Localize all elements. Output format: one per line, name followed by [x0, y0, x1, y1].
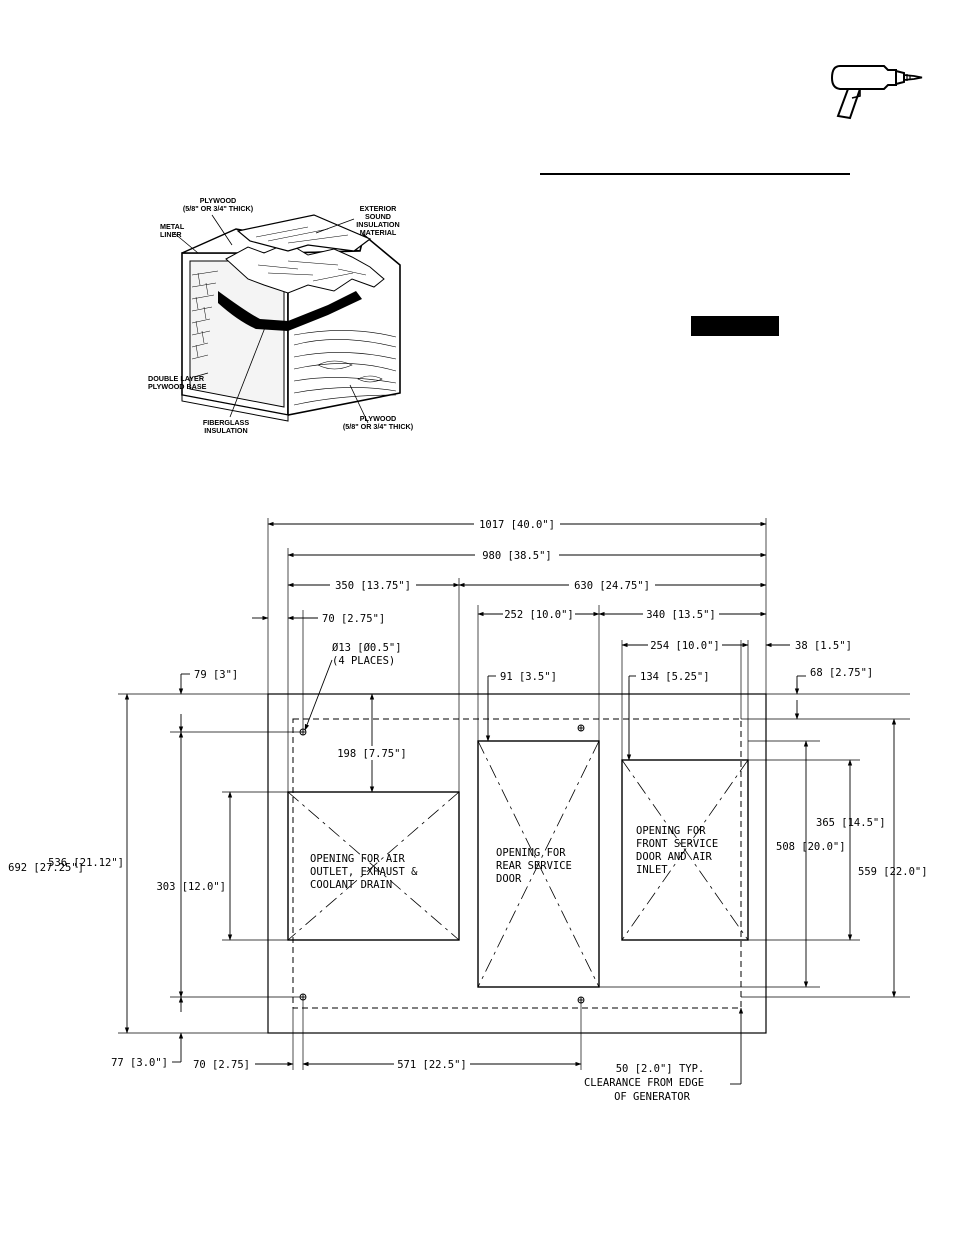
dim-303: 303 [12.0"]: [156, 881, 226, 893]
drill-icon: [830, 65, 923, 120]
dim-front-opening-width: 254 [10.0"]: [650, 640, 720, 652]
iso-fiberglass-label-1: FIBERGLASS: [203, 418, 250, 427]
dim-198: 198 [7.75"]: [337, 748, 407, 760]
rear-service-label-3: DOOR: [496, 873, 522, 885]
dim-rear-opening-width: 252 [10.0"]: [504, 609, 574, 621]
iso-plywood-top-label-2: (5/8" OR 3/4" THICK): [183, 204, 254, 213]
dim-hole-offset: 70 [2.75"]: [322, 613, 385, 625]
iso-metal-liner-label-2: LINER: [160, 230, 182, 239]
iso-fiberglass-label-2: INSULATION: [204, 426, 247, 435]
rear-service-label-1: OPENING FOR: [496, 847, 566, 859]
dim-inner-width: 980 [38.5"]: [482, 550, 552, 562]
generator-footprint: [292, 718, 742, 1009]
dim-front-span: 340 [13.5"]: [646, 609, 716, 621]
dim-bottom-77: 77 [3.0"]: [111, 1057, 168, 1069]
front-service-label-1: OPENING FOR: [636, 825, 706, 837]
rear-service-label-2: REAR SERVICE: [496, 860, 572, 872]
dim-hole-diameter: Ø13 [Ø0.5"]: [332, 642, 402, 654]
dim-365: 365 [14.5"]: [816, 817, 886, 829]
dim-536: 536 [21.12"]: [48, 857, 124, 869]
dim-top-91: 91 [3.5"]: [500, 671, 557, 683]
iso-exterior-label-4: MATERIAL: [360, 228, 397, 237]
section-rule: [540, 173, 850, 175]
iso-double-layer-label-2: PLYWOOD BASE: [148, 382, 207, 391]
air-outlet-label-2: OUTLET, EXHAUST &: [310, 866, 418, 878]
dim-hole-count: (4 PLACES): [332, 655, 395, 667]
dim-bottom-571: 571 [22.5"]: [397, 1059, 467, 1071]
iso-plywood-top-label-1: PLYWOOD: [200, 196, 236, 205]
front-service-label-4: INLET: [636, 864, 668, 876]
sound-enclosure-illustration: PLYWOOD (5/8" OR 3/4" THICK) METAL LINER…: [148, 196, 414, 435]
iso-exterior-label-2: SOUND: [365, 212, 391, 221]
air-outlet-label-1: OPENING FOR AIR: [310, 853, 406, 865]
clearance-note-3: OF GENERATOR: [614, 1091, 691, 1103]
rear-service-opening: [477, 740, 600, 988]
iso-exterior-label-3: INSULATION: [356, 220, 399, 229]
dim-559: 559 [22.0"]: [858, 866, 928, 878]
clearance-note-1: 50 [2.0"] TYP.: [616, 1063, 705, 1075]
dim-top-134: 134 [5.25"]: [640, 671, 710, 683]
front-service-label-3: DOOR AND AIR: [636, 851, 713, 863]
mounting-holes: [299, 724, 585, 1004]
dim-overall-width: 1017 [40.0"]: [479, 519, 555, 531]
mounting-plan-drawing: 1017 [40.0"] 980 [38.5"] 350 [13.75"] 63…: [8, 517, 928, 1103]
dim-left-span: 350 [13.75"]: [335, 580, 411, 592]
iso-plywood-side-label-2: (5/8" OR 3/4" THICK): [343, 422, 414, 431]
iso-exterior-label-1: EXTERIOR: [360, 204, 398, 213]
air-outlet-label-3: COOLANT DRAIN: [310, 879, 392, 891]
dim-692: 692 [27.25"]: [8, 862, 84, 874]
pad-outline: [267, 693, 767, 1034]
dim-top-68: 68 [2.75"]: [810, 667, 873, 679]
clearance-note-2: CLEARANCE FROM EDGE: [584, 1077, 704, 1089]
iso-plywood-side-label-1: PLYWOOD: [360, 414, 396, 423]
dim-right-margin: 38 [1.5"]: [795, 640, 852, 652]
dim-top-79: 79 [3"]: [194, 669, 238, 681]
front-service-label-2: FRONT SERVICE: [636, 838, 718, 850]
dim-bottom-70: 70 [2.75]: [193, 1059, 250, 1071]
dim-right-span: 630 [24.75"]: [574, 580, 650, 592]
iso-double-layer-label-1: DOUBLE LAYER: [148, 374, 205, 383]
iso-metal-liner-label-1: METAL: [160, 222, 185, 231]
redacted-label-box: [691, 316, 779, 336]
front-service-opening: [621, 759, 749, 941]
dim-508: 508 [20.0"]: [776, 841, 846, 853]
